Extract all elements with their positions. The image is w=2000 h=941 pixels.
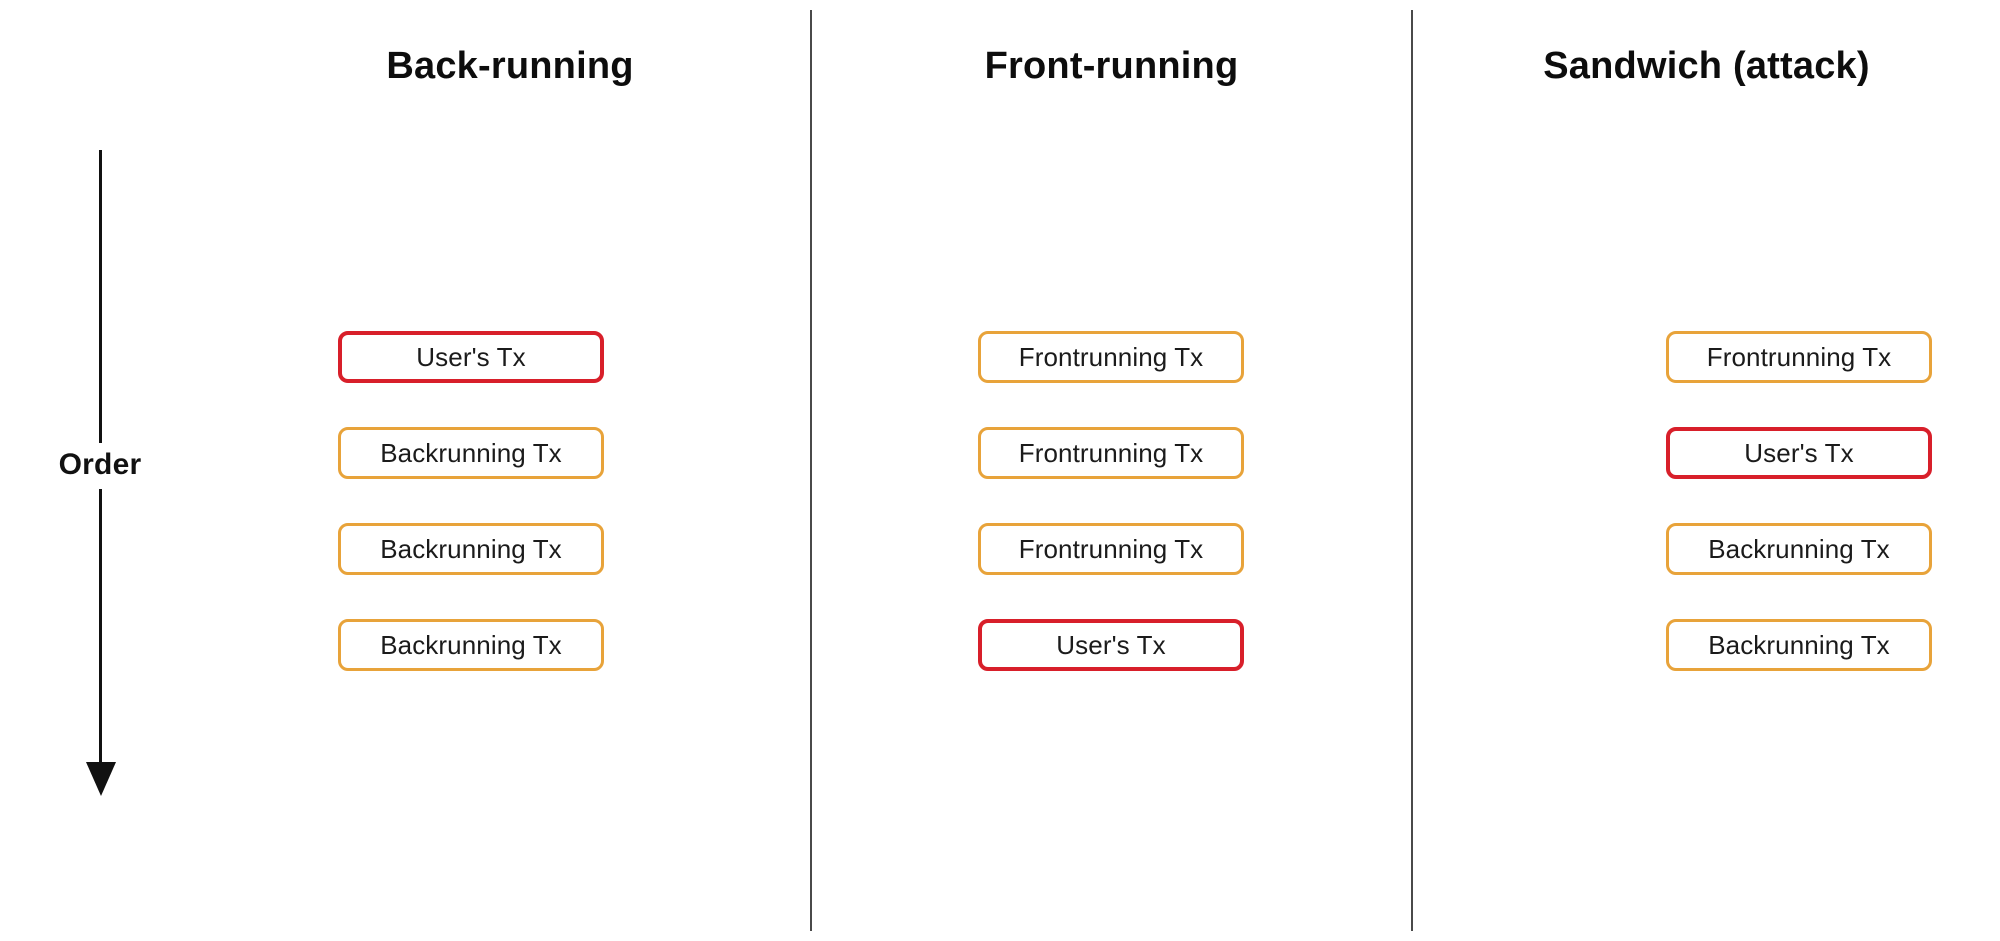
- tx-box-attacker[interactable]: Backrunning Tx: [1666, 523, 1932, 575]
- tx-stack-back-running: User's Tx Backrunning Tx Backrunning Tx …: [210, 331, 938, 671]
- column-sandwich-attack: Sandwich (attack) Frontrunning Tx User's…: [1413, 0, 2000, 941]
- tx-box-label: Frontrunning Tx: [1018, 438, 1204, 468]
- tx-box-user[interactable]: User's Tx: [1666, 427, 1932, 479]
- order-axis: Order: [0, 0, 210, 941]
- column-divider-1: [810, 10, 812, 931]
- tx-stack-front-running: Frontrunning Tx Frontrunning Tx Frontrun…: [812, 331, 1577, 671]
- column-front-running: Front-running Frontrunning Tx Frontrunni…: [812, 0, 1411, 941]
- tx-box-label: Backrunning Tx: [380, 534, 562, 564]
- tx-box-label: Frontrunning Tx: [1018, 342, 1204, 372]
- tx-box-attacker[interactable]: Frontrunning Tx: [978, 331, 1244, 383]
- tx-box-label: Frontrunning Tx: [1706, 342, 1892, 372]
- column-title-back-running: Back-running: [386, 45, 634, 87]
- column-title-sandwich-attack: Sandwich (attack): [1543, 45, 1870, 87]
- tx-stack-sandwich-attack: Frontrunning Tx User's Tx Backrunning Tx…: [1413, 331, 2000, 671]
- tx-box-label: User's Tx: [416, 342, 526, 372]
- tx-box-label: User's Tx: [1056, 630, 1166, 660]
- tx-box-label: Backrunning Tx: [380, 630, 562, 660]
- tx-box-attacker[interactable]: Frontrunning Tx: [1666, 331, 1932, 383]
- column-back-running: Back-running User's Tx Backrunning Tx Ba…: [210, 0, 810, 941]
- tx-box-attacker[interactable]: Frontrunning Tx: [978, 427, 1244, 479]
- down-arrow-icon: [86, 762, 116, 796]
- tx-box-attacker[interactable]: Frontrunning Tx: [978, 523, 1244, 575]
- tx-box-attacker[interactable]: Backrunning Tx: [338, 523, 604, 575]
- column-title-front-running: Front-running: [984, 45, 1239, 87]
- tx-box-label: Backrunning Tx: [380, 438, 562, 468]
- tx-box-label: Backrunning Tx: [1708, 534, 1890, 564]
- tx-box-user[interactable]: User's Tx: [978, 619, 1244, 671]
- column-divider-2: [1411, 10, 1413, 931]
- tx-box-attacker[interactable]: Backrunning Tx: [338, 619, 604, 671]
- tx-box-label: User's Tx: [1744, 438, 1854, 468]
- tx-box-label: Frontrunning Tx: [1018, 534, 1204, 564]
- tx-box-attacker[interactable]: Backrunning Tx: [338, 427, 604, 479]
- tx-box-label: Backrunning Tx: [1708, 630, 1890, 660]
- tx-box-attacker[interactable]: Backrunning Tx: [1666, 619, 1932, 671]
- tx-box-user[interactable]: User's Tx: [338, 331, 604, 383]
- order-axis-label: Order: [22, 443, 178, 489]
